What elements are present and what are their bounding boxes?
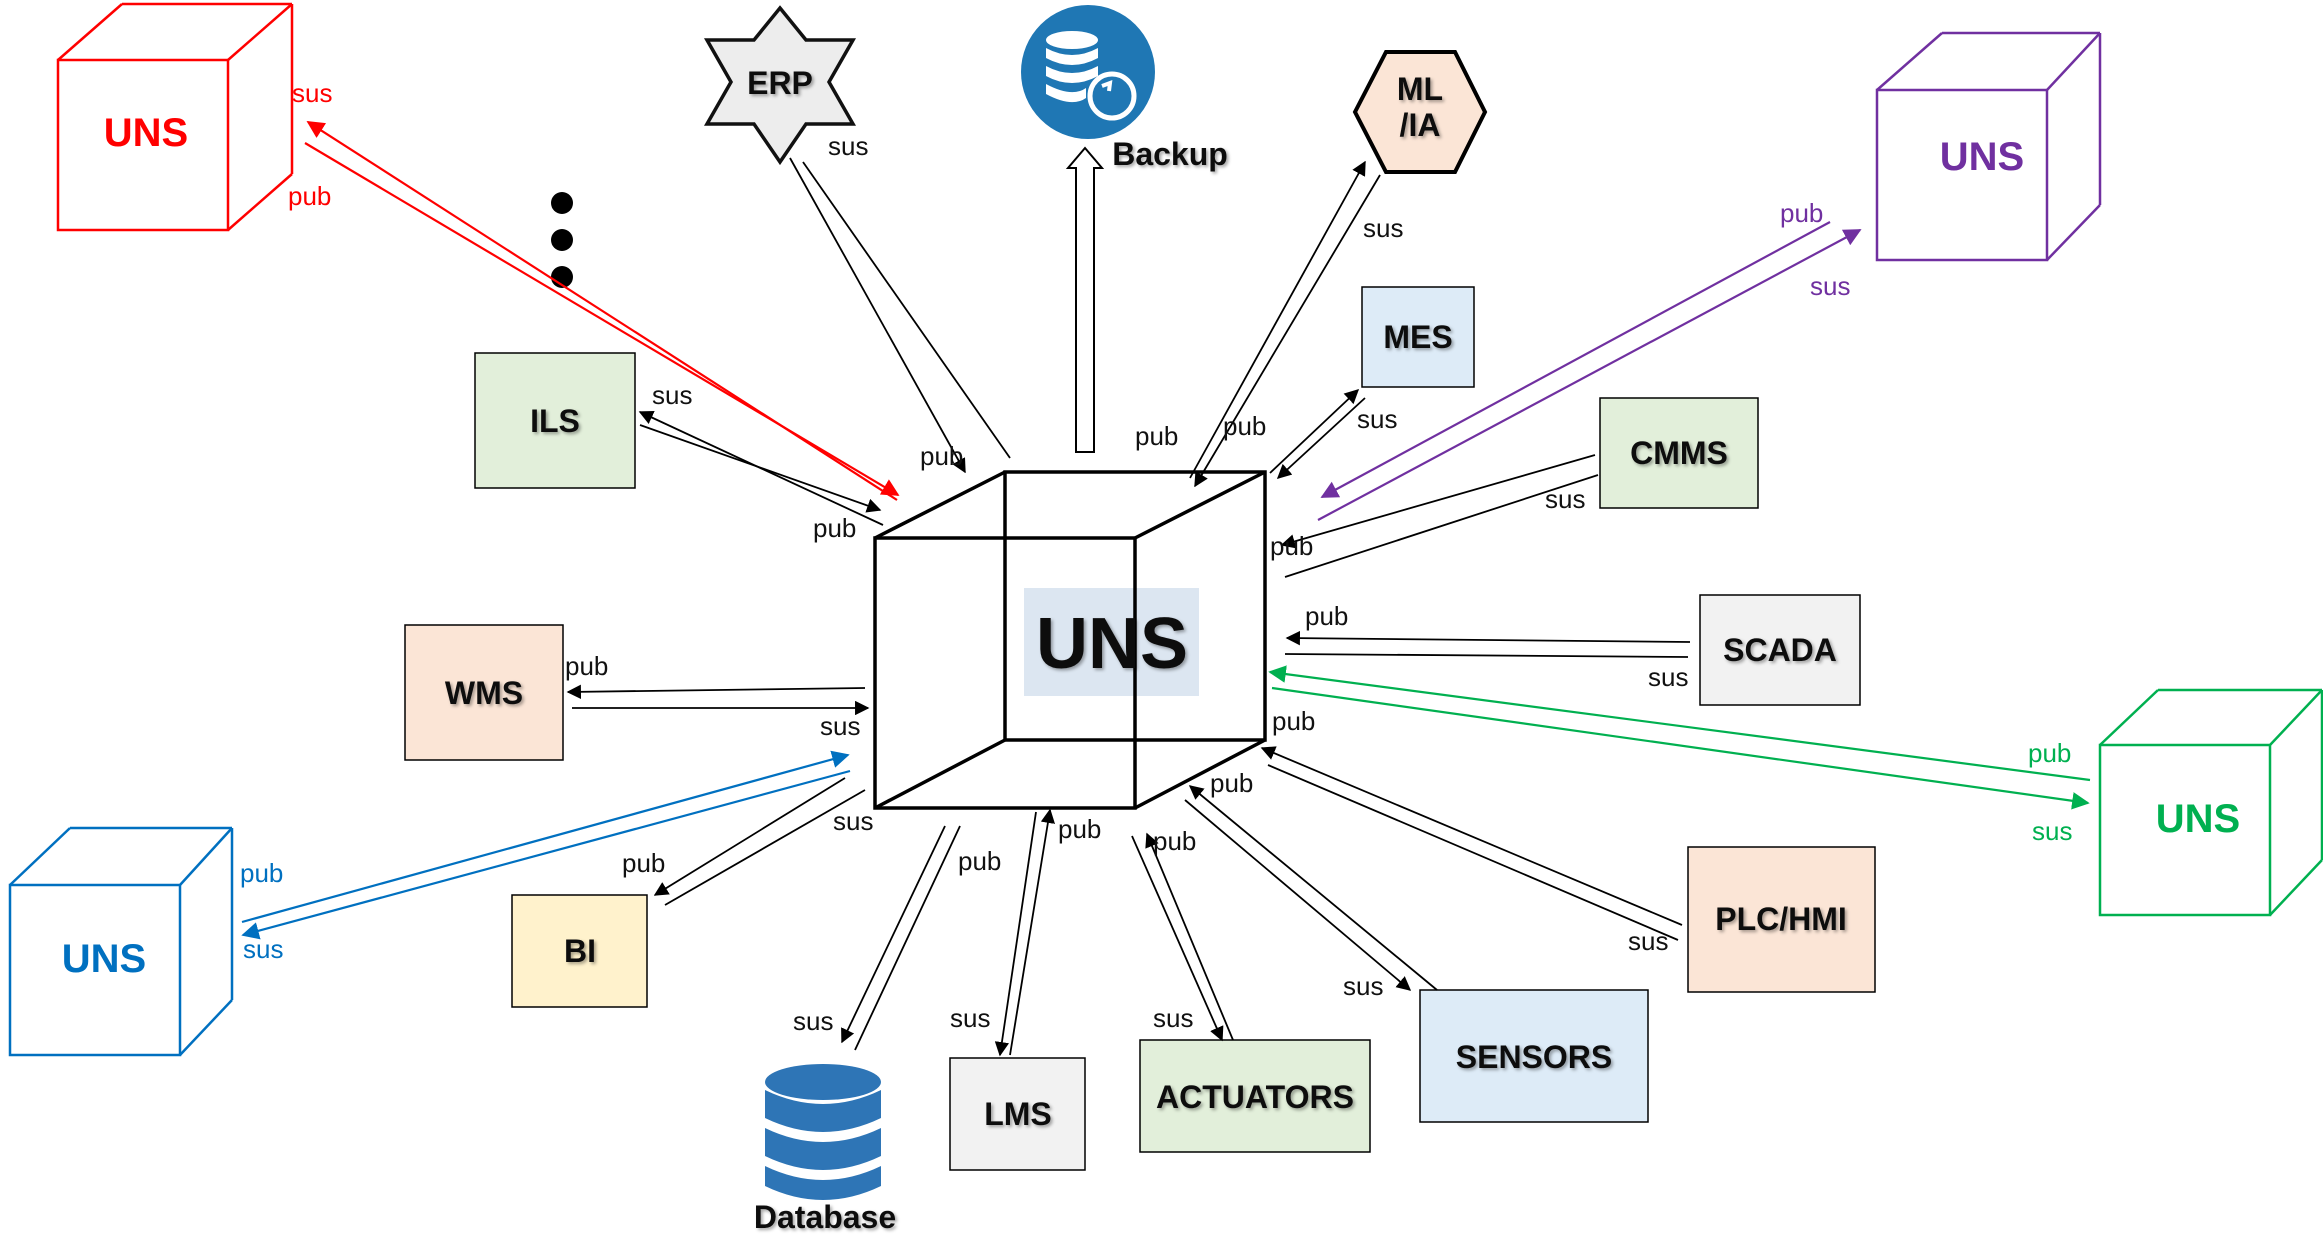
external-uns-purple-label: UNS xyxy=(1940,135,2024,179)
ml-ia-label-line1: ML xyxy=(1397,71,1443,107)
red-link-bottom-label: pub xyxy=(288,181,331,211)
external-uns-red-label: UNS xyxy=(104,111,188,155)
wms-near-label: sus xyxy=(820,711,860,741)
external-uns-blue-label: UNS xyxy=(62,937,146,981)
ellipsis-dots xyxy=(551,192,573,288)
ils-label: ILS xyxy=(530,403,580,439)
red-link-top-label: sus xyxy=(292,78,332,108)
green-link-bottom-label: sus xyxy=(2032,816,2072,846)
lms-label: LMS xyxy=(984,1096,1052,1132)
actuators-box xyxy=(1139,1039,1371,1153)
mes-near-label: pub xyxy=(1223,411,1266,441)
scada-far-label: sus xyxy=(1648,662,1688,692)
wms-label: WMS xyxy=(445,675,523,711)
cmms-near-label: pub xyxy=(1270,531,1313,561)
external-uns-green xyxy=(2098,688,2323,917)
sensors-box xyxy=(1419,989,1649,1123)
red-link xyxy=(304,121,900,501)
external-uns-green-label: UNS xyxy=(2156,797,2240,841)
scada-label: SCADA xyxy=(1723,632,1837,668)
mes-far-label: sus xyxy=(1357,404,1397,434)
backup-arrow xyxy=(1065,146,1105,453)
wms-box xyxy=(404,624,564,761)
erp-far-label: sus xyxy=(828,131,868,161)
plc-near-label: pub xyxy=(1272,706,1315,736)
mes-label: MES xyxy=(1383,319,1452,355)
erp-label: ERP xyxy=(747,65,813,101)
actuators-far-label: sus xyxy=(1153,1003,1193,1033)
ils-near-label: pub xyxy=(813,513,856,543)
sensors-near-label: pub xyxy=(1210,768,1253,798)
ml-near-label: pub xyxy=(1135,421,1178,451)
purple-link xyxy=(1317,221,1862,521)
connections xyxy=(566,157,1691,1057)
ils-box xyxy=(474,352,636,489)
actuators-near-label: pub xyxy=(1153,826,1196,856)
database-near-label: pub xyxy=(958,846,1001,876)
scada-near-label: pub xyxy=(1305,601,1348,631)
sensors-far-label: sus xyxy=(1343,971,1383,1001)
bi-box xyxy=(511,894,648,1008)
blue-link-top-label: pub xyxy=(240,858,283,888)
external-uns-red xyxy=(56,2,294,232)
database-far-label: sus xyxy=(793,1006,833,1036)
lms-far-label: sus xyxy=(950,1003,990,1033)
bi-near-label: sus xyxy=(833,806,873,836)
blue-link xyxy=(241,750,851,940)
erp-star xyxy=(703,5,857,166)
blue-link-bottom-label: sus xyxy=(243,934,283,964)
cmms-far-label: sus xyxy=(1545,484,1585,514)
central-uns-label: UNS xyxy=(1036,604,1188,684)
plc-far-label: sus xyxy=(1628,926,1668,956)
database-label: Database xyxy=(754,1199,896,1235)
lms-box xyxy=(949,1057,1086,1171)
cmms-label: CMMS xyxy=(1630,435,1728,471)
ml-far-label: sus xyxy=(1363,213,1403,243)
scada-box xyxy=(1699,594,1861,706)
database-icon xyxy=(765,1064,881,1200)
plc-hmi-box xyxy=(1687,846,1876,993)
backup-icon xyxy=(1021,5,1155,139)
central-uns-highlight xyxy=(1024,588,1199,696)
mes-box xyxy=(1361,286,1475,388)
central-uns-cube: UNS xyxy=(873,470,1267,810)
actuators-label: ACTUATORS xyxy=(1156,1079,1354,1115)
green-link xyxy=(1268,665,2091,810)
wms-far-label: pub xyxy=(565,651,608,681)
backup-label: Backup xyxy=(1112,136,1228,172)
external-uns-purple xyxy=(1875,31,2102,262)
erp-near-label: pub xyxy=(920,441,963,471)
ils-far-label: sus xyxy=(652,380,692,410)
bi-far-label: pub xyxy=(622,848,665,878)
ml-ia-hexagon xyxy=(1352,50,1488,174)
sensors-label: SENSORS xyxy=(1456,1039,1612,1075)
lms-near-label: pub xyxy=(1058,814,1101,844)
green-link-top-label: pub xyxy=(2028,738,2071,768)
cmms-box xyxy=(1599,397,1759,509)
purple-link-bottom-label: sus xyxy=(1810,271,1850,301)
plc-hmi-label: PLC/HMI xyxy=(1715,901,1847,937)
ml-ia-label-line2: /IA xyxy=(1400,107,1441,143)
purple-link-top-label: pub xyxy=(1780,198,1823,228)
external-uns-blue xyxy=(8,826,234,1057)
bi-label: BI xyxy=(564,933,596,969)
